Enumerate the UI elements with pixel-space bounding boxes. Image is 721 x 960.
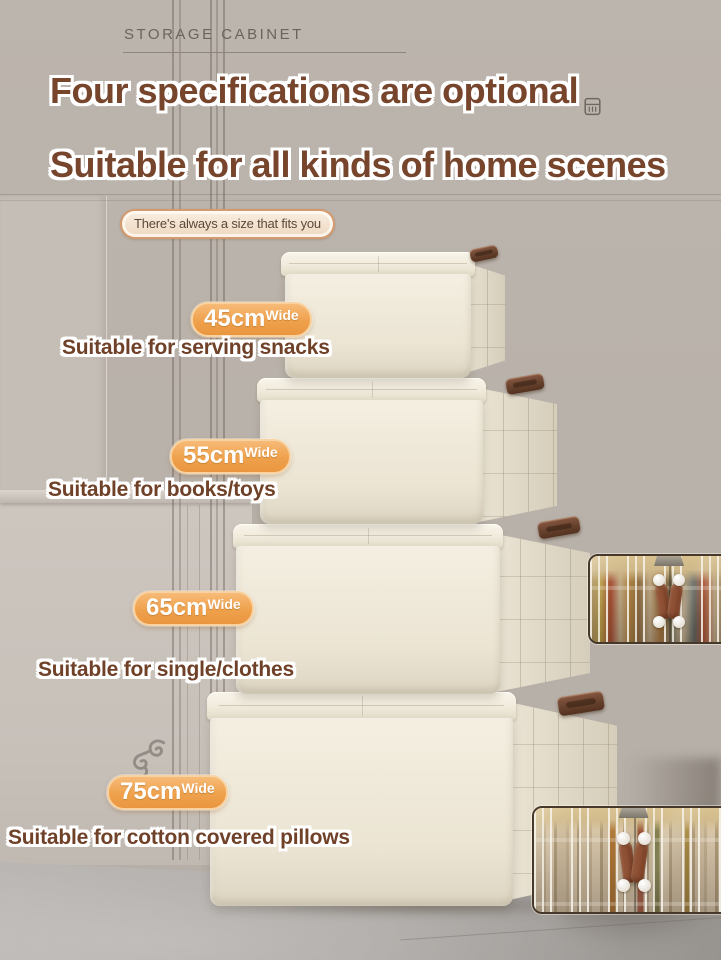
size-caption-45cm: Suitable for serving snacks <box>62 336 330 359</box>
storage-box-icon <box>584 96 601 121</box>
box-front <box>210 718 513 906</box>
hanging-wire <box>179 0 181 860</box>
size-value: 75cm <box>120 778 182 805</box>
eyebrow-label: STORAGE CABINET <box>124 26 304 43</box>
size-unit: Wide <box>207 596 241 612</box>
box-lid <box>281 252 475 276</box>
box-lid <box>207 692 516 720</box>
rivet-dot <box>616 879 630 893</box>
handle-icon <box>653 573 685 628</box>
wall-left-panel <box>0 196 107 502</box>
wall-molding-line <box>0 200 721 201</box>
rivet-dot <box>673 615 685 628</box>
handle-grip <box>666 582 684 620</box>
title-line-1: Four specifications are optional <box>50 70 579 111</box>
size-caption-65cm: Suitable for single/clothes <box>38 658 294 681</box>
rivet-dot <box>653 573 665 586</box>
box-front <box>260 400 721 914</box>
hanging-wire <box>210 0 212 860</box>
rivet-dot <box>673 573 685 586</box>
hanging-wire <box>172 0 174 860</box>
handle-grip <box>630 840 649 884</box>
wall-molding-line <box>0 194 721 195</box>
handle-icon <box>616 832 651 893</box>
box-lid <box>257 378 486 402</box>
lid-handle-icon <box>504 372 546 396</box>
size-unit: Wide <box>181 780 215 796</box>
hanging-wire <box>223 0 225 860</box>
box-window <box>532 806 721 914</box>
box-window <box>588 554 721 644</box>
lid-handle-icon <box>536 515 582 540</box>
size-unit: Wide <box>265 307 299 323</box>
rivet-dot <box>637 832 651 846</box>
tagline-pill: There's always a size that fits you <box>120 209 335 239</box>
box-lid <box>233 524 503 548</box>
size-value: 45cm <box>204 305 266 332</box>
window-wire-grid <box>590 556 721 642</box>
lid-handle-icon <box>468 244 500 263</box>
title-line-2: Suitable for all kinds of home scenes <box>50 144 666 185</box>
box-side-panel <box>496 534 590 692</box>
eyebrow-underline <box>123 52 406 53</box>
panel-molding-line <box>199 505 200 860</box>
rivet-dot <box>616 832 630 846</box>
panel-molding-line <box>187 505 188 860</box>
size-unit: Wide <box>244 444 278 460</box>
size-caption-75cm: Suitable for cotton covered pillows <box>8 826 350 849</box>
box-front <box>236 546 500 694</box>
rivet-dot <box>653 615 665 628</box>
box-side-panel <box>479 388 557 522</box>
size-caption-55cm: Suitable for books/toys <box>48 478 276 501</box>
hinge-icon <box>654 556 684 566</box>
lid-handle-icon <box>556 690 606 717</box>
rivet-dot <box>637 879 651 893</box>
size-value: 65cm <box>146 594 208 621</box>
wainscot-rail <box>0 490 252 503</box>
size-value: 55cm <box>183 442 245 469</box>
box-front <box>285 274 721 644</box>
hanging-wire <box>216 0 218 860</box>
hinge-icon <box>618 808 649 818</box>
